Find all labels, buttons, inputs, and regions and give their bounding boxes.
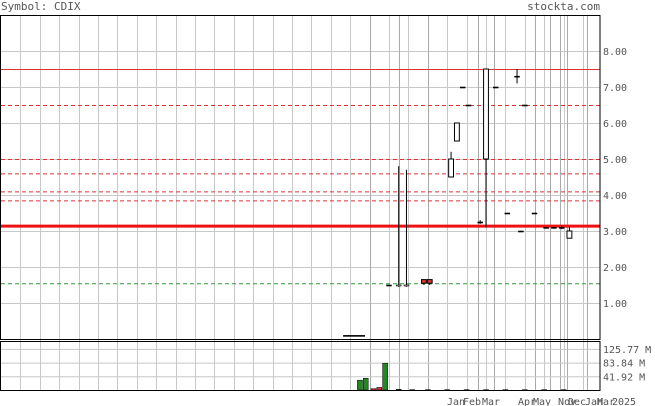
candle-body (426, 279, 433, 284)
month-label: Jan (447, 397, 465, 406)
month-label: May (533, 397, 551, 406)
candle-body (558, 227, 565, 229)
candle-body (453, 122, 460, 142)
candle-body (448, 158, 455, 178)
month-label: Mar (597, 397, 615, 406)
candle-body (386, 284, 392, 287)
axis-label-layer: 1.00 2.00 3.00 4.00 5.00 6.00 7.00 8.00 125.77 M… (447, 47, 651, 406)
candle-body (551, 227, 557, 229)
price-tick-label: 8.00 (603, 47, 627, 58)
price-tick-label: 4.00 (603, 191, 627, 202)
volume-bar (382, 362, 388, 391)
candle-body (459, 86, 466, 89)
symbol-label: Symbol: CDIX (1, 0, 81, 13)
candle-body (514, 75, 520, 78)
volume-bar (370, 388, 377, 391)
volume-bar (357, 379, 363, 391)
frame-layer (0, 15, 601, 391)
candle-body (492, 86, 499, 89)
volume-bar (376, 387, 383, 391)
price-tick-label: 3.00 (603, 227, 627, 238)
month-label: Jan (585, 397, 603, 406)
price-tick-label: 5.00 (603, 155, 627, 166)
support-resistance-layer (1, 69, 600, 285)
candle-body (531, 212, 538, 215)
candle-body (483, 68, 489, 160)
candle-body (477, 221, 483, 224)
candle-body (403, 284, 410, 287)
candle-body (566, 230, 573, 239)
candle-body (465, 104, 472, 107)
month-label: 2025 (612, 397, 636, 406)
candle-body (395, 284, 402, 287)
site-label: stockta.com (527, 0, 600, 13)
month-label: Dec (568, 397, 586, 406)
candle-body (518, 230, 524, 233)
volume-tick-label: 125.77 M (603, 345, 651, 356)
volume-tick-label: 41.92 M (603, 372, 645, 383)
price-tick-label: 2.00 (603, 263, 627, 274)
candle-body (420, 279, 427, 284)
month-label: Nov (558, 397, 576, 406)
candle-body (504, 212, 511, 215)
price-tick-label: 6.00 (603, 119, 627, 130)
month-label: Apr (518, 397, 536, 406)
candle-layer (343, 68, 573, 337)
price-tick-label: 7.00 (603, 83, 627, 94)
candle-body (343, 335, 366, 337)
candle-body (522, 104, 528, 107)
month-label: Mar (482, 397, 500, 406)
volume-tick-label: 83.84 M (603, 359, 645, 370)
volume-panel-frame (0, 341, 601, 391)
price-tick-label: 1.00 (603, 299, 627, 310)
month-label: Feb (463, 397, 481, 406)
volume-bar (362, 377, 369, 391)
candle-body (543, 227, 549, 229)
price-panel-frame (0, 15, 601, 340)
volume-bar (395, 389, 402, 391)
grid-layer (1, 15, 600, 390)
